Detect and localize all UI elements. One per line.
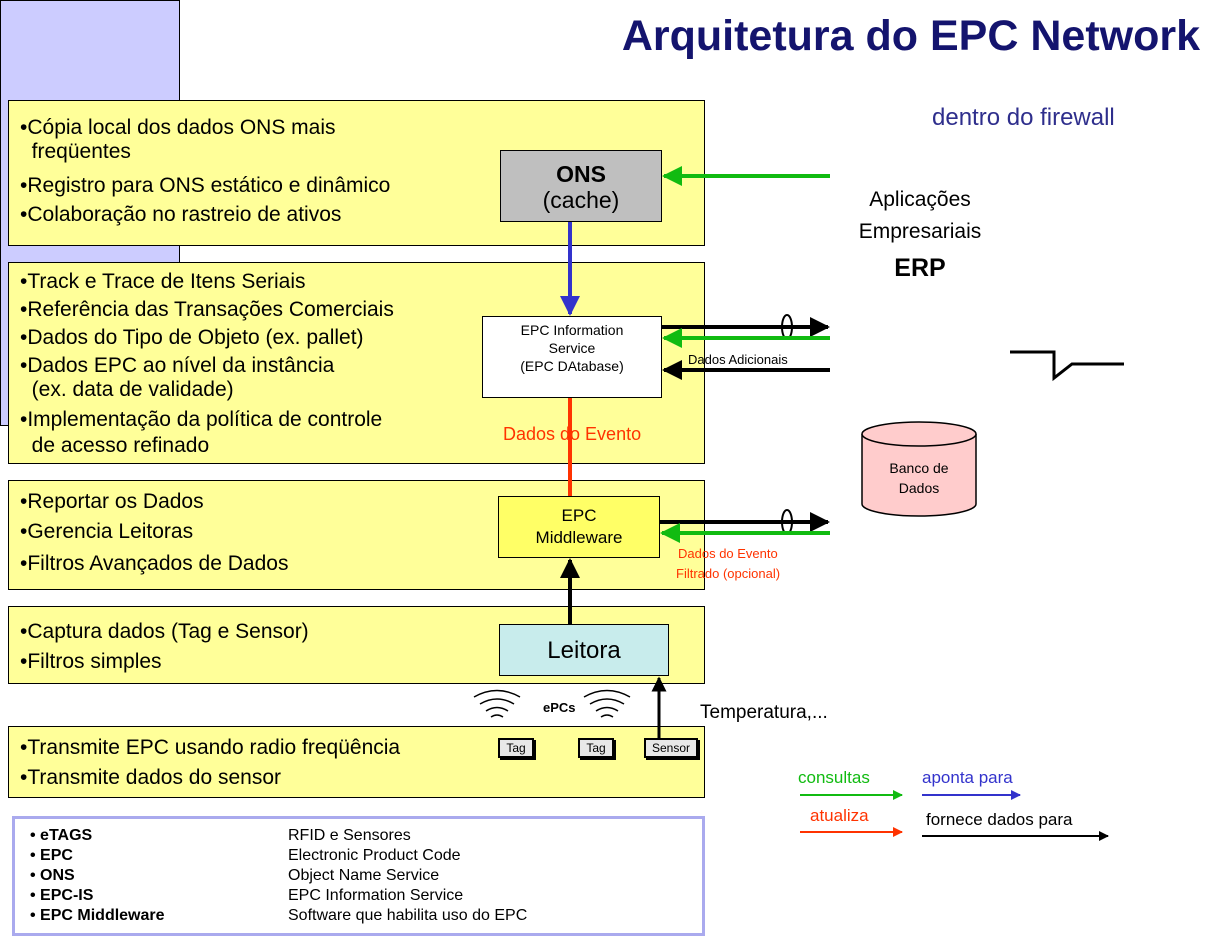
sensor-chip: Sensor (644, 738, 698, 758)
glossary-term-5: • EPC Middleware (30, 907, 165, 924)
tag-layer-line-1: •Transmite EPC usando radio freqüência (20, 736, 401, 759)
glossary-def-1: RFID e Sensores (288, 827, 411, 844)
database-icon (861, 421, 977, 517)
tag-layer-line-2: •Transmite dados do sensor (20, 766, 282, 789)
ons-layer-line-3: •Registro para ONS estático e dinâmico (20, 174, 391, 197)
glossary-def-5: Software que habilita uso do EPC (288, 907, 528, 924)
erp-label-3: ERP (894, 254, 946, 282)
legend-queries-label: consultas (798, 768, 870, 787)
middleware-line-2: Middleware (535, 528, 623, 547)
legend-points-label: aponta para (922, 768, 1013, 787)
reader-layer-line-2: •Filtros simples (20, 650, 162, 673)
ons-layer-line-1: •Cópia local dos dados ONS mais (20, 116, 336, 139)
page-title: Arquitetura do EPC Network (621, 12, 1200, 60)
firewall-label: dentro do firewall (932, 104, 1115, 131)
tag-chip-1: Tag (498, 738, 534, 758)
glossary-def-3: Object Name Service (288, 867, 440, 884)
glossary-term-4: • EPC-IS (30, 887, 94, 904)
filtered-event-label-1: Dados do Evento (678, 546, 778, 561)
epc-middleware-box: EPC Middleware (498, 496, 660, 558)
reader-layer-line-1: •Captura dados (Tag e Sensor) (20, 620, 309, 643)
legend-updates-label: atualiza (810, 806, 869, 825)
radio-wave-icon (473, 689, 631, 718)
glossary-box (12, 816, 705, 936)
middleware-line-1: EPC (561, 506, 597, 525)
ons-box-subtitle: (cache) (542, 187, 620, 213)
additional-data-label: Dados Adicionais (688, 352, 788, 367)
glossary-term-1: • eTAGS (30, 827, 93, 844)
epcis-line-3: (EPC DAtabase) (520, 358, 624, 374)
epcis-line-2: Service (548, 340, 596, 356)
event-data-label: Dados do Evento (503, 424, 642, 444)
tag-chip-2: Tag (578, 738, 614, 758)
database-label-2: Dados (898, 480, 940, 496)
ons-layer-line-4: •Colaboração no rastreio de ativos (20, 203, 342, 226)
epcis-layer-line-6: •Implementação da política de controle (20, 408, 383, 431)
database-label-1: Banco de (889, 460, 949, 476)
temperature-label: Temperatura,... (700, 702, 828, 723)
epcis-layer-line-4: •Dados EPC ao nível da instância (20, 354, 335, 377)
epcis-line-1: EPC Information (520, 322, 624, 338)
erp-label-1: Aplicações (869, 188, 971, 211)
glossary-def-4: EPC Information Service (288, 887, 464, 904)
epcis-layer-line-2: •Referência das Transações Comerciais (20, 298, 394, 321)
ons-cache-box: ONS (cache) (500, 150, 662, 222)
legend-provides-label: fornece dados para (926, 810, 1073, 829)
epc-information-service-box: EPC Information Service (EPC DAtabase) (482, 316, 662, 398)
epcis-layer-line-1: •Track e Trace de Itens Seriais (20, 270, 306, 293)
middleware-layer-line-3: •Filtros Avançados de Dados (20, 552, 289, 575)
reader-box: Leitora (499, 624, 669, 676)
filtered-event-label-2: Filtrado (opcional) (676, 566, 781, 581)
ons-box-title: ONS (556, 161, 606, 187)
ons-layer-line-2: freqüentes (20, 140, 131, 163)
epcs-label: ePCs (543, 700, 576, 715)
epcis-layer-line-3: •Dados do Tipo de Objeto (ex. pallet) (20, 326, 364, 349)
glossary-def-2: Electronic Product Code (288, 847, 461, 864)
glossary-term-2: • EPC (30, 847, 73, 864)
epcis-layer-line-5: (ex. data de validade) (20, 378, 234, 401)
glossary-term-3: • ONS (30, 867, 75, 884)
erp-label-2: Empresariais (858, 220, 982, 243)
epcis-layer-line-7: de acesso refinado (20, 434, 210, 457)
middleware-layer-line-2: •Gerencia Leitoras (20, 520, 194, 543)
middleware-layer-line-1: •Reportar os Dados (20, 490, 204, 513)
firewall-zigzag (1010, 350, 1124, 382)
